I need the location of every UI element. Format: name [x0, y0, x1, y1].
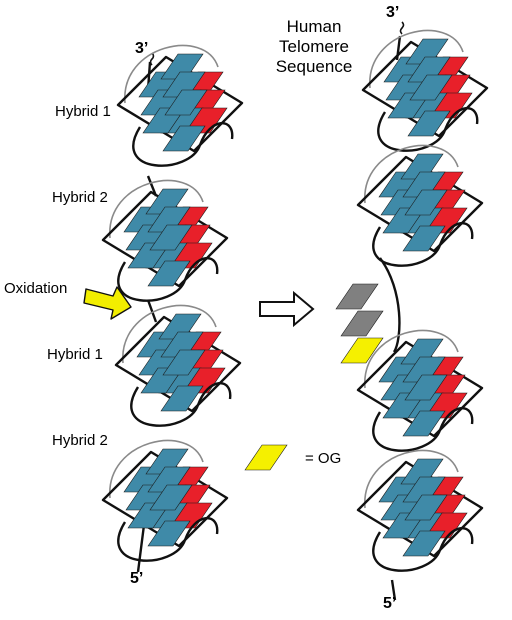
right-3prime-label: 3’ [386, 4, 400, 21]
hybrid-label-1: Hybrid 1 [55, 103, 111, 120]
right-quad-3-backbone-frame [356, 340, 484, 438]
oxidation-label: Oxidation [4, 280, 68, 297]
hybrid-label-3: Hybrid 1 [47, 346, 103, 363]
left-quad-3-backbone-frame [114, 315, 242, 413]
left-quad-4-front-loop [117, 517, 219, 562]
right-quad-1-front-loop [377, 107, 479, 152]
left-quad-4-tile-2-3 [147, 520, 191, 547]
hybrid-label-4: Hybrid 2 [52, 432, 108, 449]
left-quad-4-tile-2-1 [149, 484, 193, 511]
left-quad-2-front-loop [117, 257, 219, 302]
right-quad-3-tile-2-1 [404, 374, 448, 401]
left-quad-1-tile-2-1 [164, 89, 208, 116]
released-gray-tile-1 [335, 283, 379, 310]
right-quad-2 [356, 144, 484, 267]
left-quad-3-tile-2-1 [162, 349, 206, 376]
right-quad-4-tile-2-1 [404, 494, 448, 521]
title-line-1: Human [286, 17, 342, 36]
left-quad-1 [116, 44, 244, 167]
right-quad-2-gray-loop [364, 144, 459, 204]
left-quad-2-backbone-frame [101, 190, 229, 288]
released-gray-tile-2 [340, 310, 384, 337]
left-quad-1-front-loop [132, 122, 234, 167]
right-quad-2-front-loop [372, 222, 474, 267]
left-3prime-squiggle [149, 52, 155, 66]
og-legend-swatch [244, 444, 288, 471]
right-quad-4-front-loop [372, 527, 474, 572]
left-quad-2-tile-2-1 [149, 224, 193, 251]
right-quad-4-gray-loop [364, 449, 459, 509]
og-legend-label: = OG [305, 450, 342, 467]
left-quad-3-front-loop [130, 382, 232, 427]
right-quad-4 [356, 449, 484, 572]
transition-arrow [259, 290, 315, 328]
left-5prime-label: 5’ [130, 570, 144, 587]
right-quad-1-tile-2-3 [407, 110, 451, 137]
right-quad-2-tile-2-1 [404, 189, 448, 216]
left-quad-1-tile-2-3 [162, 125, 206, 152]
left-quad-1-gray-loop [124, 44, 219, 104]
right-quad-3-tile-2-3 [402, 410, 446, 437]
left-linker-strands [136, 61, 158, 573]
right-3prime-squiggle [399, 21, 405, 35]
right-quad-2-tile-2-3 [402, 225, 446, 252]
left-g-quadruplex-strand [101, 44, 244, 573]
annotation-graphics [83, 286, 315, 471]
hybrid-label-2: Hybrid 2 [52, 189, 108, 206]
right-quad-3-front-loop [372, 407, 474, 452]
left-quad-1-backbone-frame [116, 55, 244, 153]
left-quad-3 [114, 304, 242, 427]
left-quad-4-backbone-frame [101, 450, 229, 548]
title-text: Human Telomere Sequence [255, 17, 373, 77]
right-quad-4-backbone-frame [356, 460, 484, 558]
left-quad-3-tile-2-3 [160, 385, 204, 412]
right-quad-2-backbone-frame [356, 155, 484, 253]
right-quad-1-tile-2-1 [409, 74, 453, 101]
left-quad-3-gray-loop [122, 304, 217, 364]
left-quad-4 [101, 439, 229, 562]
right-quad-3 [356, 329, 484, 452]
title-line-2: Telomere [279, 37, 349, 56]
right-quad-1-gray-loop [369, 29, 464, 89]
right-g-quadruplex-strand [335, 21, 489, 601]
left-quad-4-gray-loop [109, 439, 204, 499]
right-quad-4-tile-2-3 [402, 530, 446, 557]
left-quad-2-tile-2-3 [147, 260, 191, 287]
right-quad-1 [361, 29, 489, 152]
left-quad-2 [101, 179, 229, 302]
released-og-tile [340, 337, 384, 364]
right-quad-1-backbone-frame [361, 40, 489, 138]
left-3prime-label: 3’ [135, 40, 149, 57]
left-quad-2-gray-loop [109, 179, 204, 239]
right-quad-3-gray-loop [364, 329, 459, 389]
title-line-3: Sequence [275, 57, 353, 76]
oxidation-arrow [83, 286, 132, 320]
right-5prime-label: 5’ [383, 595, 397, 612]
